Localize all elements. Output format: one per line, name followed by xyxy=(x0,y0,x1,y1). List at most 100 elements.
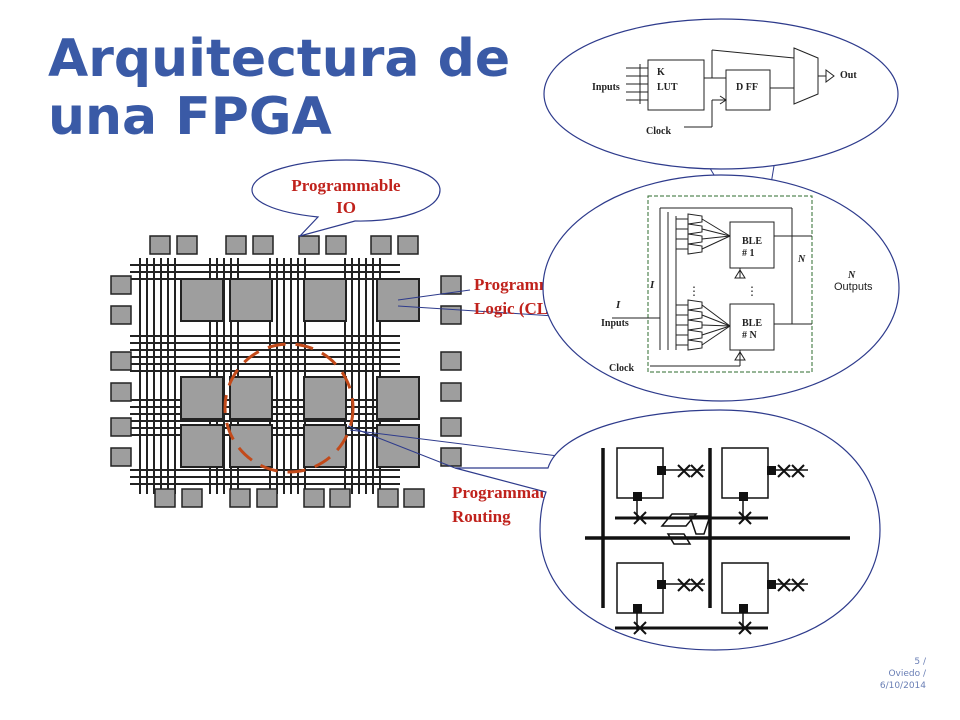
routing-callout-line-2: Routing xyxy=(452,507,511,526)
footer-date: 6/10/2014 xyxy=(879,681,926,691)
clb-clock-label: Clock xyxy=(609,363,634,374)
pin-node xyxy=(633,604,642,613)
slide-title: Arquitectura de una FPGA xyxy=(48,30,510,146)
clb-block xyxy=(229,278,273,322)
footer-page: 5 / xyxy=(914,657,926,667)
clb-block xyxy=(303,278,347,322)
input-mux xyxy=(687,243,703,255)
lut-label: LUT xyxy=(657,82,678,93)
mux-output-wire xyxy=(701,228,731,237)
io-block xyxy=(229,488,251,508)
io-block xyxy=(440,305,462,325)
io-block xyxy=(370,235,392,255)
io-block xyxy=(225,235,247,255)
clb-detail: ⋮ ⋮ BLE # 1 BLE # N I I Inputs N N Outpu… xyxy=(542,174,900,402)
io-block xyxy=(440,417,462,437)
io-block xyxy=(110,305,132,325)
clb-n-outputs-label: N xyxy=(847,270,856,281)
logic-callout-line-2: Logic (CLB) xyxy=(474,299,565,318)
clb-detail-ellipse xyxy=(542,174,900,402)
io-blocks xyxy=(110,235,462,508)
switch-cross xyxy=(690,464,704,478)
ble-clock-label: Clock xyxy=(646,126,671,137)
io-block xyxy=(325,235,347,255)
io-callout-line-1: Programmable xyxy=(291,176,401,195)
ble-inputs-label: Inputs xyxy=(592,82,620,93)
input-mux xyxy=(687,319,703,331)
io-block xyxy=(181,488,203,508)
clb-dots-left: ⋮ xyxy=(688,284,700,298)
mux-output-wire xyxy=(701,325,731,346)
switch-cross xyxy=(633,621,647,635)
switch-box-pass-transistor xyxy=(660,513,698,545)
switch-cross xyxy=(738,621,752,635)
mux-output-wire xyxy=(701,304,731,327)
pin-node xyxy=(767,580,776,589)
clb-outputs-label: Outputs xyxy=(834,281,873,293)
ble-detail: K LUT Inputs D FF Out Clock xyxy=(543,18,899,170)
mux-output-wire xyxy=(701,324,731,327)
io-block xyxy=(110,447,132,467)
ble-n-box xyxy=(729,303,775,351)
switch-cross xyxy=(777,578,791,592)
input-mux xyxy=(687,329,703,341)
slide-title-line-1: Arquitectura de xyxy=(48,29,511,89)
mux-output-wire xyxy=(701,314,731,327)
mux-output-wire xyxy=(701,235,731,240)
clb-block xyxy=(180,376,224,420)
io-block xyxy=(440,351,462,371)
clb-block xyxy=(229,376,273,420)
routing-switch-grid xyxy=(585,447,850,635)
switch-cross xyxy=(791,464,805,478)
input-mux xyxy=(687,233,703,245)
switch-cross xyxy=(633,511,647,525)
io-callout-bubble xyxy=(251,159,441,238)
routing-highlight-circle xyxy=(223,342,355,474)
ble-detail-ellipse xyxy=(543,18,899,170)
io-block xyxy=(377,488,399,508)
clock-arrow xyxy=(734,351,746,361)
dff-label: D FF xyxy=(736,82,758,93)
io-block xyxy=(154,488,176,508)
io-block xyxy=(440,275,462,295)
clb-inputs-label: Inputs xyxy=(601,318,629,329)
clb-i-inputs-label: I xyxy=(615,299,621,311)
switch-cross xyxy=(777,464,791,478)
io-block xyxy=(298,235,320,255)
io-block xyxy=(403,488,425,508)
routing-detail xyxy=(454,409,881,651)
pin-node xyxy=(767,466,776,475)
switch-cross xyxy=(677,578,691,592)
lut-box xyxy=(647,59,705,111)
input-mux xyxy=(687,223,703,235)
io-block xyxy=(256,488,278,508)
switch-cross xyxy=(791,578,805,592)
clb-block xyxy=(376,376,420,420)
clb-block xyxy=(229,424,273,468)
input-mux xyxy=(687,299,703,311)
clb-block xyxy=(180,424,224,468)
dff-box xyxy=(725,69,771,111)
lut-k-label: K xyxy=(657,67,665,78)
switch-cross xyxy=(677,464,691,478)
io-block xyxy=(110,351,132,371)
footer-place: Oviedo / xyxy=(888,669,926,679)
output-mux xyxy=(793,47,819,105)
ble-n-label: BLE xyxy=(742,318,762,329)
pin-node xyxy=(739,492,748,501)
io-block xyxy=(149,235,171,255)
io-block xyxy=(110,382,132,402)
io-block xyxy=(303,488,325,508)
input-mux xyxy=(687,213,703,225)
slide-title-line-2: una FPGA xyxy=(48,87,332,147)
clb-dots-mid: ⋮ xyxy=(746,284,758,298)
switch-cross xyxy=(738,511,752,525)
pin-node xyxy=(657,580,666,589)
io-block xyxy=(397,235,419,255)
clb-n-right-label: N xyxy=(797,254,806,265)
clb-block xyxy=(180,278,224,322)
ble-n-number: # N xyxy=(742,330,758,341)
input-mux xyxy=(687,309,703,321)
pin-node xyxy=(739,604,748,613)
io-block xyxy=(110,417,132,437)
